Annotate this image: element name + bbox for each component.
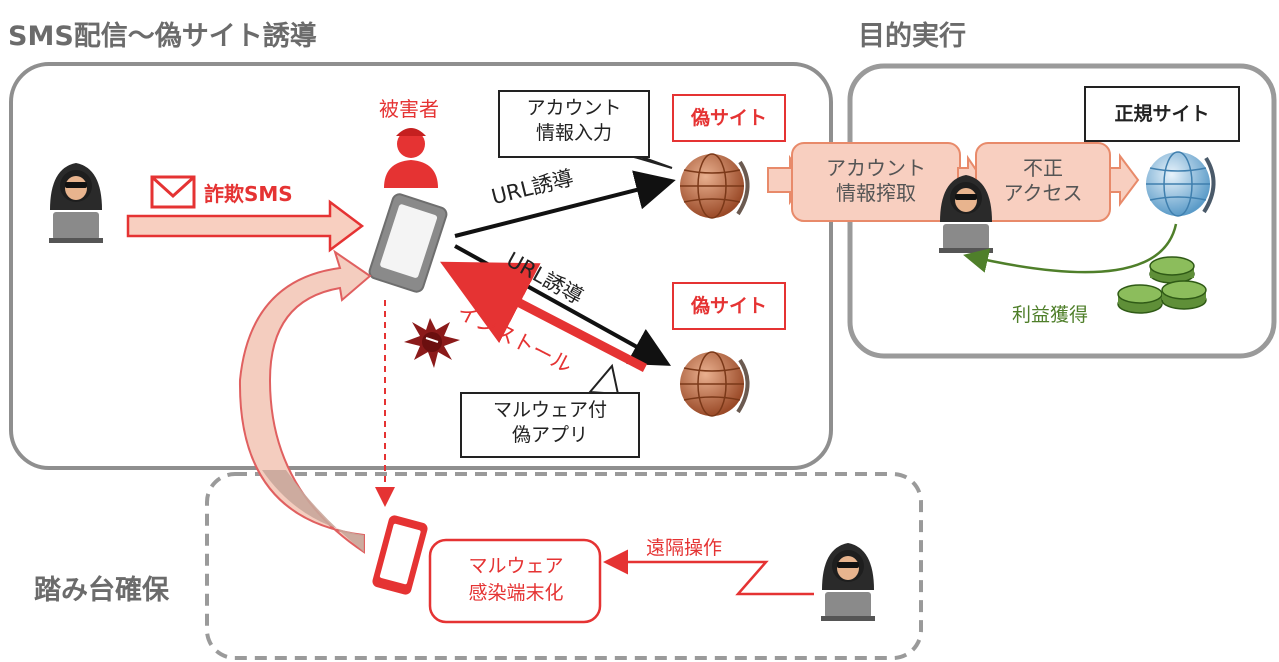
profit-arrow: [963, 223, 1178, 274]
malware-app-line1: マルウェア付: [492, 399, 607, 421]
fake-site-label-1: 偽サイト: [672, 94, 786, 142]
unauth-access-line1: 不正: [1023, 156, 1063, 180]
legit-site-label: 正規サイト: [1084, 86, 1240, 142]
hacker-remote-icon: [821, 543, 875, 621]
account-input-callout: アカウント 情報入力: [498, 90, 650, 158]
infected-terminal-line1: マルウェア: [468, 555, 564, 577]
victim-person-icon: [384, 128, 438, 188]
account-steal-line2: 情報搾取: [836, 181, 916, 205]
hacker-goal-icon: [939, 175, 993, 253]
section-title-sms: SMS配信～偽サイト誘導: [8, 21, 317, 52]
infected-smartphone-icon: [372, 515, 428, 595]
hacker-left-icon: [49, 163, 103, 243]
victim-label: 被害者: [379, 97, 439, 121]
stepping-section-box: [205, 472, 923, 660]
section-title-stepping: 踏み台確保: [34, 575, 169, 606]
fake-site-globe-1-icon: [680, 153, 750, 219]
account-steal-text: アカウント 情報搾取: [798, 156, 954, 206]
account-input-line1: アカウント: [526, 97, 622, 119]
infected-terminal-box: [428, 538, 602, 624]
fake-site-globe-2-icon: [680, 351, 750, 417]
malware-app-line2: 偽アプリ: [511, 424, 588, 446]
remote-control-arrow: [603, 549, 814, 596]
sms-send-arrow: [126, 199, 365, 253]
install-arrow: [440, 261, 648, 372]
fake-site-label-2: 偽サイト: [672, 282, 786, 330]
profit-label: 利益獲得: [1012, 304, 1089, 326]
section-title-goal: 目的実行: [858, 21, 966, 52]
account-steal-line1: アカウント: [826, 156, 926, 180]
legit-site-globe-icon: [1146, 151, 1216, 217]
fraud-sms-label: 詐欺SMS: [204, 182, 293, 206]
envelope-icon: [150, 175, 196, 209]
remote-control-label: 遠隔操作: [646, 537, 723, 559]
malware-virus-icon: [404, 318, 460, 368]
malware-app-callout: マルウェア付 偽アプリ: [460, 392, 640, 458]
unauth-access-text: 不正 アクセス: [978, 156, 1108, 206]
flow-chevron-3: [1109, 153, 1140, 207]
url-guide-arrow-1: [454, 170, 676, 238]
victim-smartphone-icon: [368, 193, 448, 293]
infected-terminal-line2: 感染端末化: [468, 582, 564, 604]
account-input-line2: 情報入力: [535, 122, 612, 144]
infected-terminal-text: マルウェア 感染端末化: [432, 553, 600, 607]
unauth-access-line2: アクセス: [1003, 181, 1083, 205]
coins-icon: [1117, 256, 1207, 314]
